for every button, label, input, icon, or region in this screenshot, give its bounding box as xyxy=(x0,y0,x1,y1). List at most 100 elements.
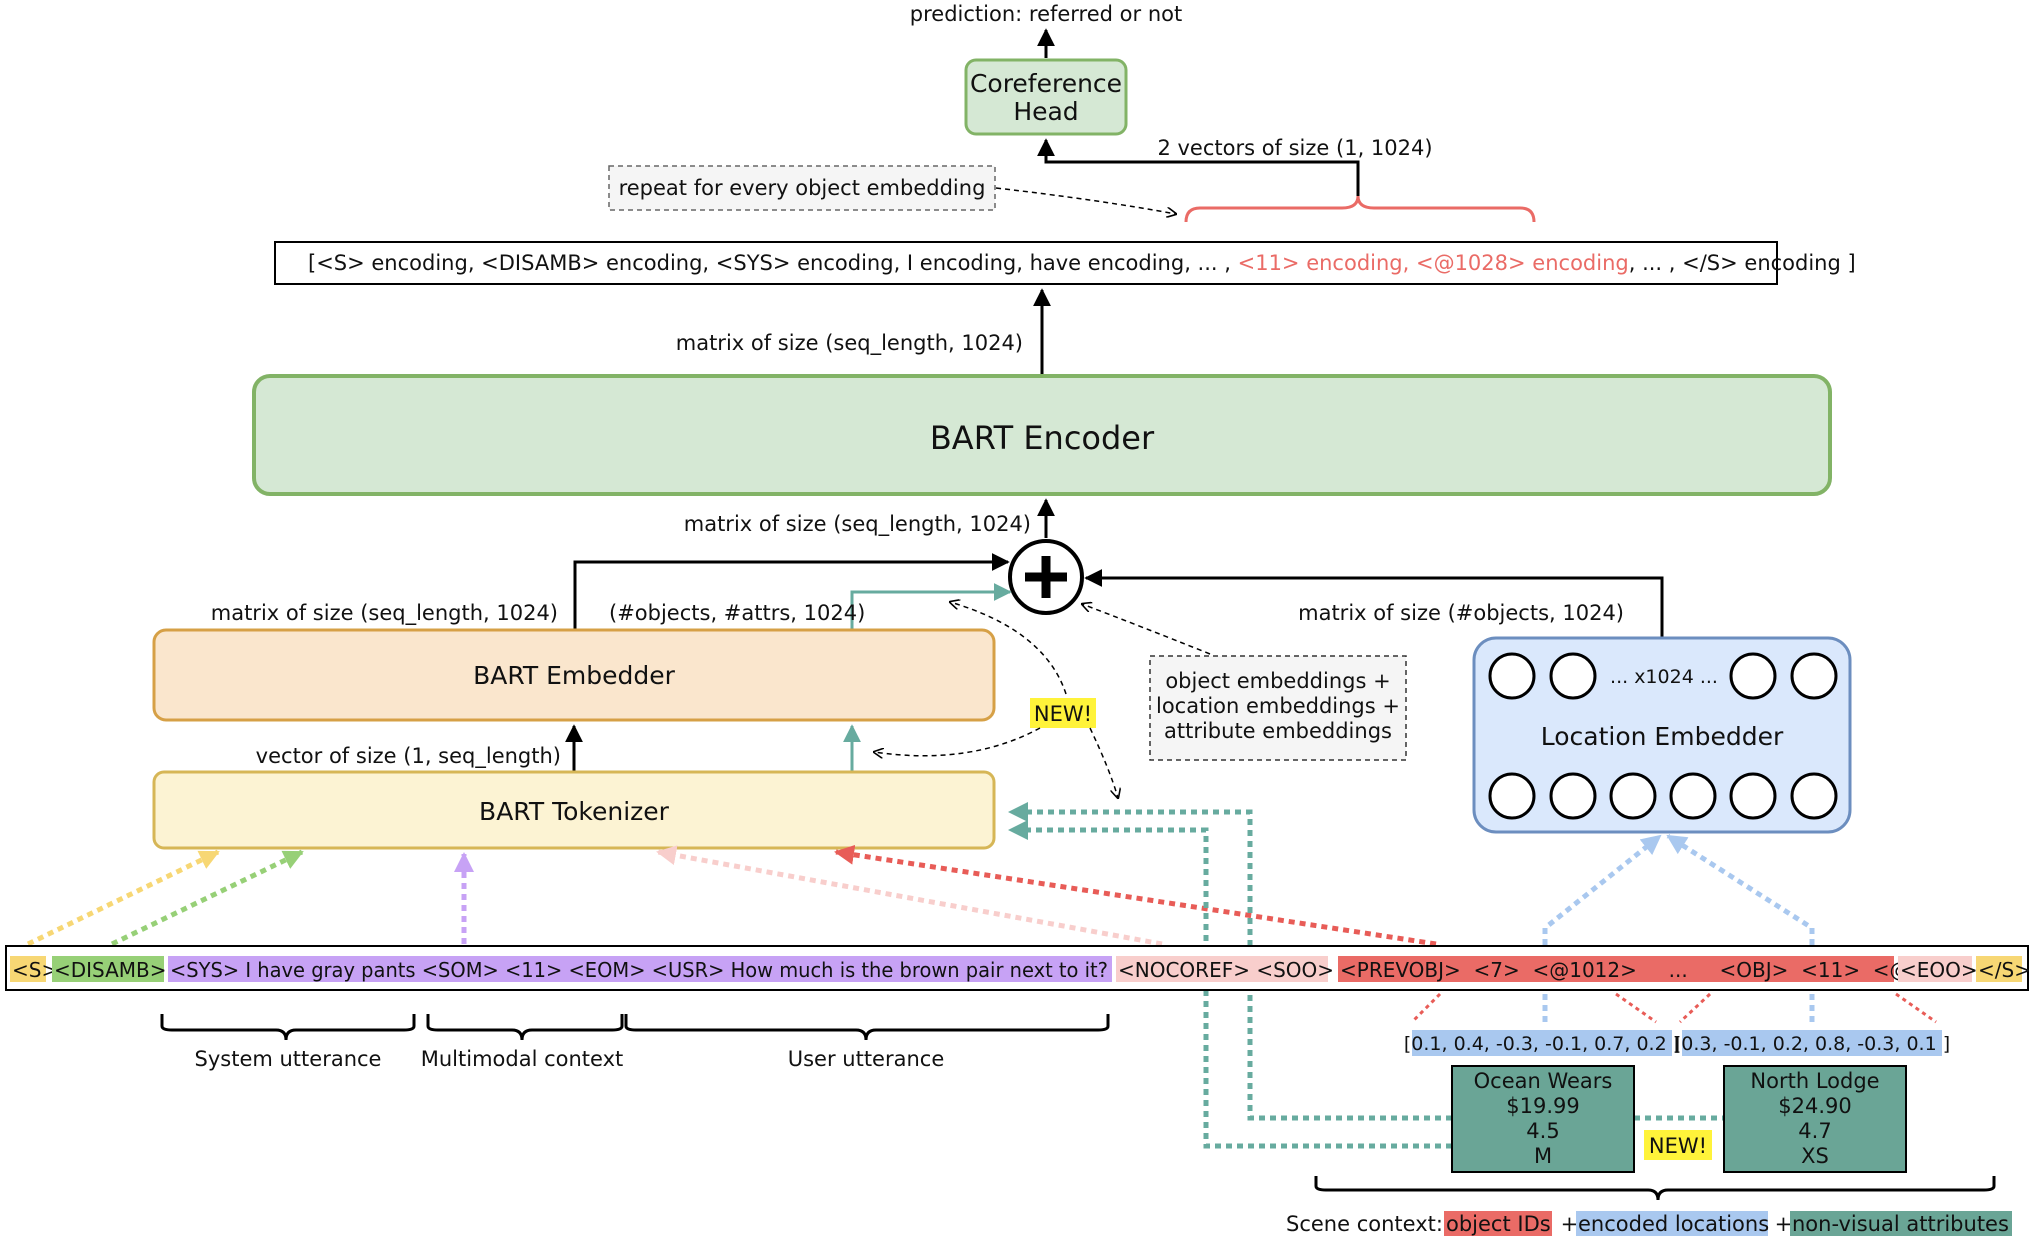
new-arrow-left xyxy=(874,727,1041,756)
neuron xyxy=(1729,652,1777,700)
obj-connector xyxy=(1678,992,1712,1024)
token: <NOCOREF> <SOO> xyxy=(1118,958,1334,982)
bart-encoder-label: BART Encoder xyxy=(930,419,1155,457)
matrix-mid-label: matrix of size (seq_length, 1024) xyxy=(684,512,1031,537)
coreference-head-box xyxy=(964,58,1128,136)
sum-note-line-2: location embeddings + xyxy=(1156,694,1400,718)
object-1-rating: 4.5 xyxy=(1526,1119,1559,1143)
object-1-price: $19.99 xyxy=(1506,1094,1579,1118)
object-attributes-2 xyxy=(1723,1065,1907,1173)
location-neurons xyxy=(1488,652,1838,820)
coreference-head-line2: Head xyxy=(1013,97,1078,126)
neuron xyxy=(1549,652,1597,700)
coreference-head-line1: Coreference xyxy=(970,69,1122,98)
token: <DISAMB> xyxy=(54,958,167,982)
neuron xyxy=(1549,772,1597,820)
neuron xyxy=(1790,652,1838,700)
new-badge-1: NEW! xyxy=(1034,702,1092,726)
obj-connector xyxy=(1410,992,1442,1024)
location-to-sum-arrow xyxy=(1084,569,1664,638)
embedder-output-label: matrix of size (seq_length, 1024) xyxy=(211,601,558,626)
token-arrow-objects xyxy=(834,844,1437,947)
new-arrow-down xyxy=(1089,727,1118,798)
token-row: <S> <DISAMB> <SYS> I have gray pants <SO… xyxy=(10,956,2031,982)
object-2-rating: 4.7 xyxy=(1798,1119,1831,1143)
token: <S> xyxy=(12,958,58,982)
object-attributes-1 xyxy=(1451,1065,1635,1173)
location-vector-1: [0.1, 0.4, -0.3, -0.1, 0.7, 0.2 ] xyxy=(1404,1033,1680,1055)
location-vector-2: [0.3, -0.1, 0.2, 0.8, -0.3, 0.1 ] xyxy=(1674,1033,1950,1055)
token-bg xyxy=(52,956,164,982)
object-1-name: Ocean Wears xyxy=(1474,1069,1613,1093)
sum-note-arrow xyxy=(1082,604,1211,655)
repeat-note-box xyxy=(608,165,996,211)
attribute-path-2 xyxy=(1008,820,1452,1149)
token: <SYS> I have gray pants <SOM> <11> <EOM>… xyxy=(170,958,1108,982)
obj-connector xyxy=(1615,992,1657,1024)
bart-embedder-box xyxy=(152,628,996,722)
new-badge-2: NEW! xyxy=(1649,1134,1707,1158)
legend-attributes-bg xyxy=(1790,1211,2012,1236)
brace-scene xyxy=(1314,1176,1996,1201)
new-badge-1-bg xyxy=(1030,698,1096,728)
repeat-note-arrow xyxy=(995,187,1176,214)
object-2-price: $24.90 xyxy=(1778,1094,1851,1118)
token-bg xyxy=(10,956,46,982)
legend-locations-bg xyxy=(1576,1211,1768,1236)
token: </S> xyxy=(1978,958,2031,982)
vectors-label: 2 vectors of size (1, 1024) xyxy=(1157,136,1432,160)
neuron xyxy=(1669,772,1717,820)
vectors-arrow xyxy=(1037,138,1360,198)
token-bg xyxy=(1898,956,1972,982)
sum-note-line-1: object embeddings + xyxy=(1165,669,1390,693)
location-dim-label: ... x1024 ... xyxy=(1610,666,1718,688)
brace-label-system: System utterance xyxy=(195,1047,382,1071)
prediction-label: prediction: referred or not xyxy=(910,2,1182,26)
brace-user xyxy=(624,1014,1110,1041)
encoding-sequence-box xyxy=(274,241,1778,285)
neuron xyxy=(1790,772,1838,820)
neuron xyxy=(1488,652,1536,700)
bart-encoder-box xyxy=(252,374,1832,496)
embedder-to-sum-arrow xyxy=(573,553,1010,630)
token-bg xyxy=(1338,956,1894,982)
vector-size-label: vector of size (1, seq_length) xyxy=(256,744,561,769)
obj-connector xyxy=(1895,992,1937,1024)
sum-note-box xyxy=(1149,655,1407,761)
highlight-brace xyxy=(1184,195,1536,223)
brace-label-user: User utterance xyxy=(788,1047,945,1071)
neuron xyxy=(1488,772,1536,820)
legend-object-ids-bg xyxy=(1444,1211,1552,1236)
repeat-note: repeat for every object embedding xyxy=(619,176,986,200)
token-bg xyxy=(168,956,1112,982)
encoding-sequence: [<S> encoding, <DISAMB> encoding, <SYS> … xyxy=(308,251,1856,275)
objects-matrix-label: matrix of size (#objects, 1024) xyxy=(1298,601,1624,625)
object-2-size: XS xyxy=(1801,1144,1829,1168)
attrs-label: (#objects, #attrs, 1024) xyxy=(609,601,865,625)
brace-multimodal xyxy=(426,1014,624,1041)
sum-note-line-3: attribute embeddings xyxy=(1164,719,1392,743)
neuron xyxy=(1609,772,1657,820)
neuron xyxy=(1729,772,1777,820)
location-vector-1-bg xyxy=(1412,1030,1672,1056)
token-arrow-s xyxy=(26,849,220,947)
object-2-name: North Lodge xyxy=(1750,1069,1879,1093)
location-path-1 xyxy=(1542,834,1662,1022)
new-badge-2-bg xyxy=(1644,1130,1712,1160)
token-bg xyxy=(1116,956,1328,982)
brace-label-multimodal: Multimodal context xyxy=(421,1047,624,1071)
scene-context-legend: Scene context: object IDs + encoded loca… xyxy=(1286,1212,2009,1236)
object-1-size: M xyxy=(1534,1144,1552,1168)
token-arrow-nocoref xyxy=(656,845,1163,947)
token-bg xyxy=(1976,956,2022,982)
location-vector-2-bg xyxy=(1682,1030,1942,1056)
bart-tokenizer-box xyxy=(152,770,996,850)
attrs-to-sum-arrow xyxy=(850,583,1012,630)
bart-embedder-label: BART Embedder xyxy=(473,661,676,690)
token: <PREVOBJ> <7> <@1012> ... <OBJ> <11> <@1… xyxy=(1340,958,1977,982)
plus-icon xyxy=(1025,556,1067,598)
bart-tokenizer-label: BART Tokenizer xyxy=(479,797,670,826)
token-arrow-disamb xyxy=(110,849,304,947)
brace-system xyxy=(160,1014,416,1041)
